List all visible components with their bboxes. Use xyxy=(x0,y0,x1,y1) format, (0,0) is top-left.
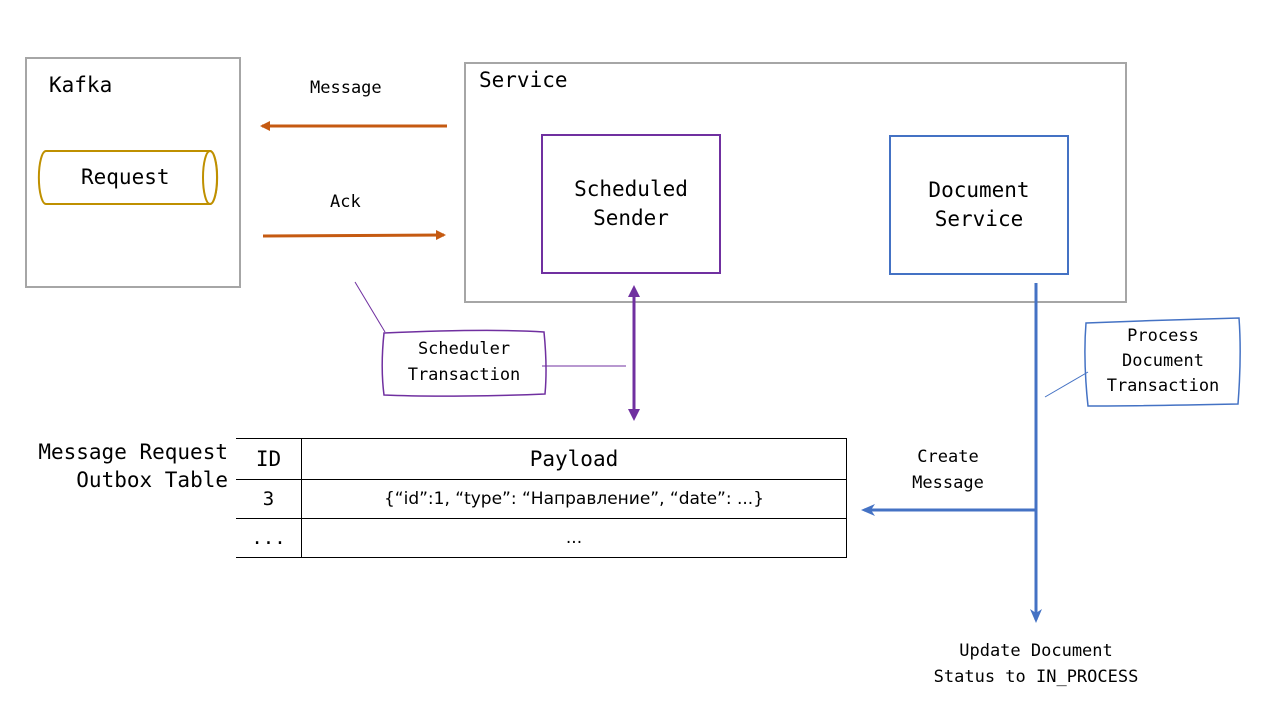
scheduled-sender-label: Scheduled Sender xyxy=(574,177,688,230)
outbox-table: ID Payload 3 {“id”:1, “type”: “Направлен… xyxy=(236,438,847,558)
document-service-box: Document Service xyxy=(889,135,1069,275)
update-status-label: Update Document Status to IN_PROCESS xyxy=(933,641,1139,687)
scheduler-callout-leader xyxy=(354,281,386,333)
scheduler-transaction-label: Scheduler Transaction xyxy=(407,339,521,385)
ack-arrow xyxy=(262,230,446,241)
table-row: 3 {“id”:1, “type”: “Направление”, “date”… xyxy=(236,479,847,519)
column-header-id: ID xyxy=(236,438,302,480)
message-label: Message xyxy=(310,78,382,98)
kafka-title: Kafka xyxy=(49,73,113,97)
column-header-payload: Payload xyxy=(301,438,847,480)
table-cell-payload: {“id”:1, “type”: “Направление”, “date”: … xyxy=(301,479,847,519)
table-cell-id: ... xyxy=(236,518,302,558)
scheduled-sender-box: Scheduled Sender xyxy=(541,134,721,274)
document-service-label: Document Service xyxy=(928,178,1030,231)
request-topic-label: Request xyxy=(81,165,170,189)
create-message-label: Create Message xyxy=(912,447,984,493)
table-header-row: ID Payload xyxy=(236,438,847,480)
process-callout-leader xyxy=(1044,371,1089,398)
process-document-transaction-label: Process Document Transaction xyxy=(1106,326,1220,396)
ack-label: Ack xyxy=(330,192,361,212)
service-title: Service xyxy=(479,68,568,92)
outbox-table-title: Message Request Outbox Table xyxy=(38,440,228,492)
table-cell-payload: ... xyxy=(301,518,847,558)
table-cell-id: 3 xyxy=(236,479,302,519)
table-row: ... ... xyxy=(236,518,847,558)
